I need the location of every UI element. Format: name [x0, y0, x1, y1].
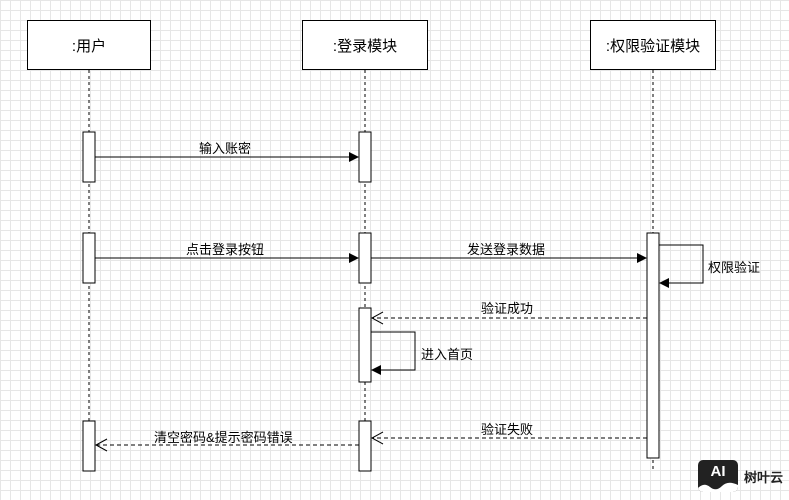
- wave-icon: [697, 482, 738, 492]
- message-label-send-login-data: 发送登录数据: [467, 242, 546, 257]
- watermark-text: 树叶云: [743, 469, 783, 485]
- watermark: AI 树叶云: [697, 460, 783, 492]
- activation-auth-1: [646, 232, 660, 459]
- activation-user-3: [82, 420, 96, 472]
- activation-login-2: [358, 232, 372, 284]
- message-label-clear-password: 清空密码&提示密码错误: [154, 430, 293, 445]
- message-label-permission-check: 权限验证: [708, 260, 761, 275]
- activation-user-2: [82, 232, 96, 284]
- activation-login-4: [358, 420, 372, 472]
- arrowhead-verify-fail: [370, 431, 384, 445]
- actor-login-box: :登录模块: [302, 20, 428, 70]
- watermark-logo: AI: [697, 460, 738, 492]
- message-label-verify-success: 验证成功: [481, 301, 534, 316]
- message-label-input-account: 输入账密: [199, 141, 252, 156]
- watermark-logo-text: AI: [710, 463, 726, 480]
- activation-login-1: [358, 131, 372, 183]
- actor-user-label: :用户: [71, 37, 107, 55]
- arrowhead-permission-check: [659, 278, 669, 288]
- message-arrow-permission-check: [659, 244, 704, 284]
- arrowhead-verify-success: [370, 311, 384, 325]
- actor-user-box: :用户: [27, 20, 151, 70]
- message-label-verify-fail: 验证失败: [481, 422, 534, 437]
- message-label-enter-home: 进入首页: [421, 347, 474, 362]
- actor-login-label: :登录模块: [332, 37, 398, 55]
- arrowhead-clear-password: [94, 438, 108, 452]
- activation-user-1: [82, 131, 96, 183]
- actor-auth-label: :权限验证模块: [605, 37, 701, 55]
- message-label-click-login: 点击登录按钮: [186, 242, 265, 257]
- arrowhead-enter-home: [371, 365, 381, 375]
- actor-auth-box: :权限验证模块: [590, 20, 716, 70]
- message-arrow-enter-home: [371, 331, 416, 371]
- arrowhead-input-account: [349, 152, 359, 162]
- activation-login-3: [358, 307, 372, 383]
- arrowhead-send-login-data: [637, 253, 647, 263]
- arrowhead-click-login: [349, 253, 359, 263]
